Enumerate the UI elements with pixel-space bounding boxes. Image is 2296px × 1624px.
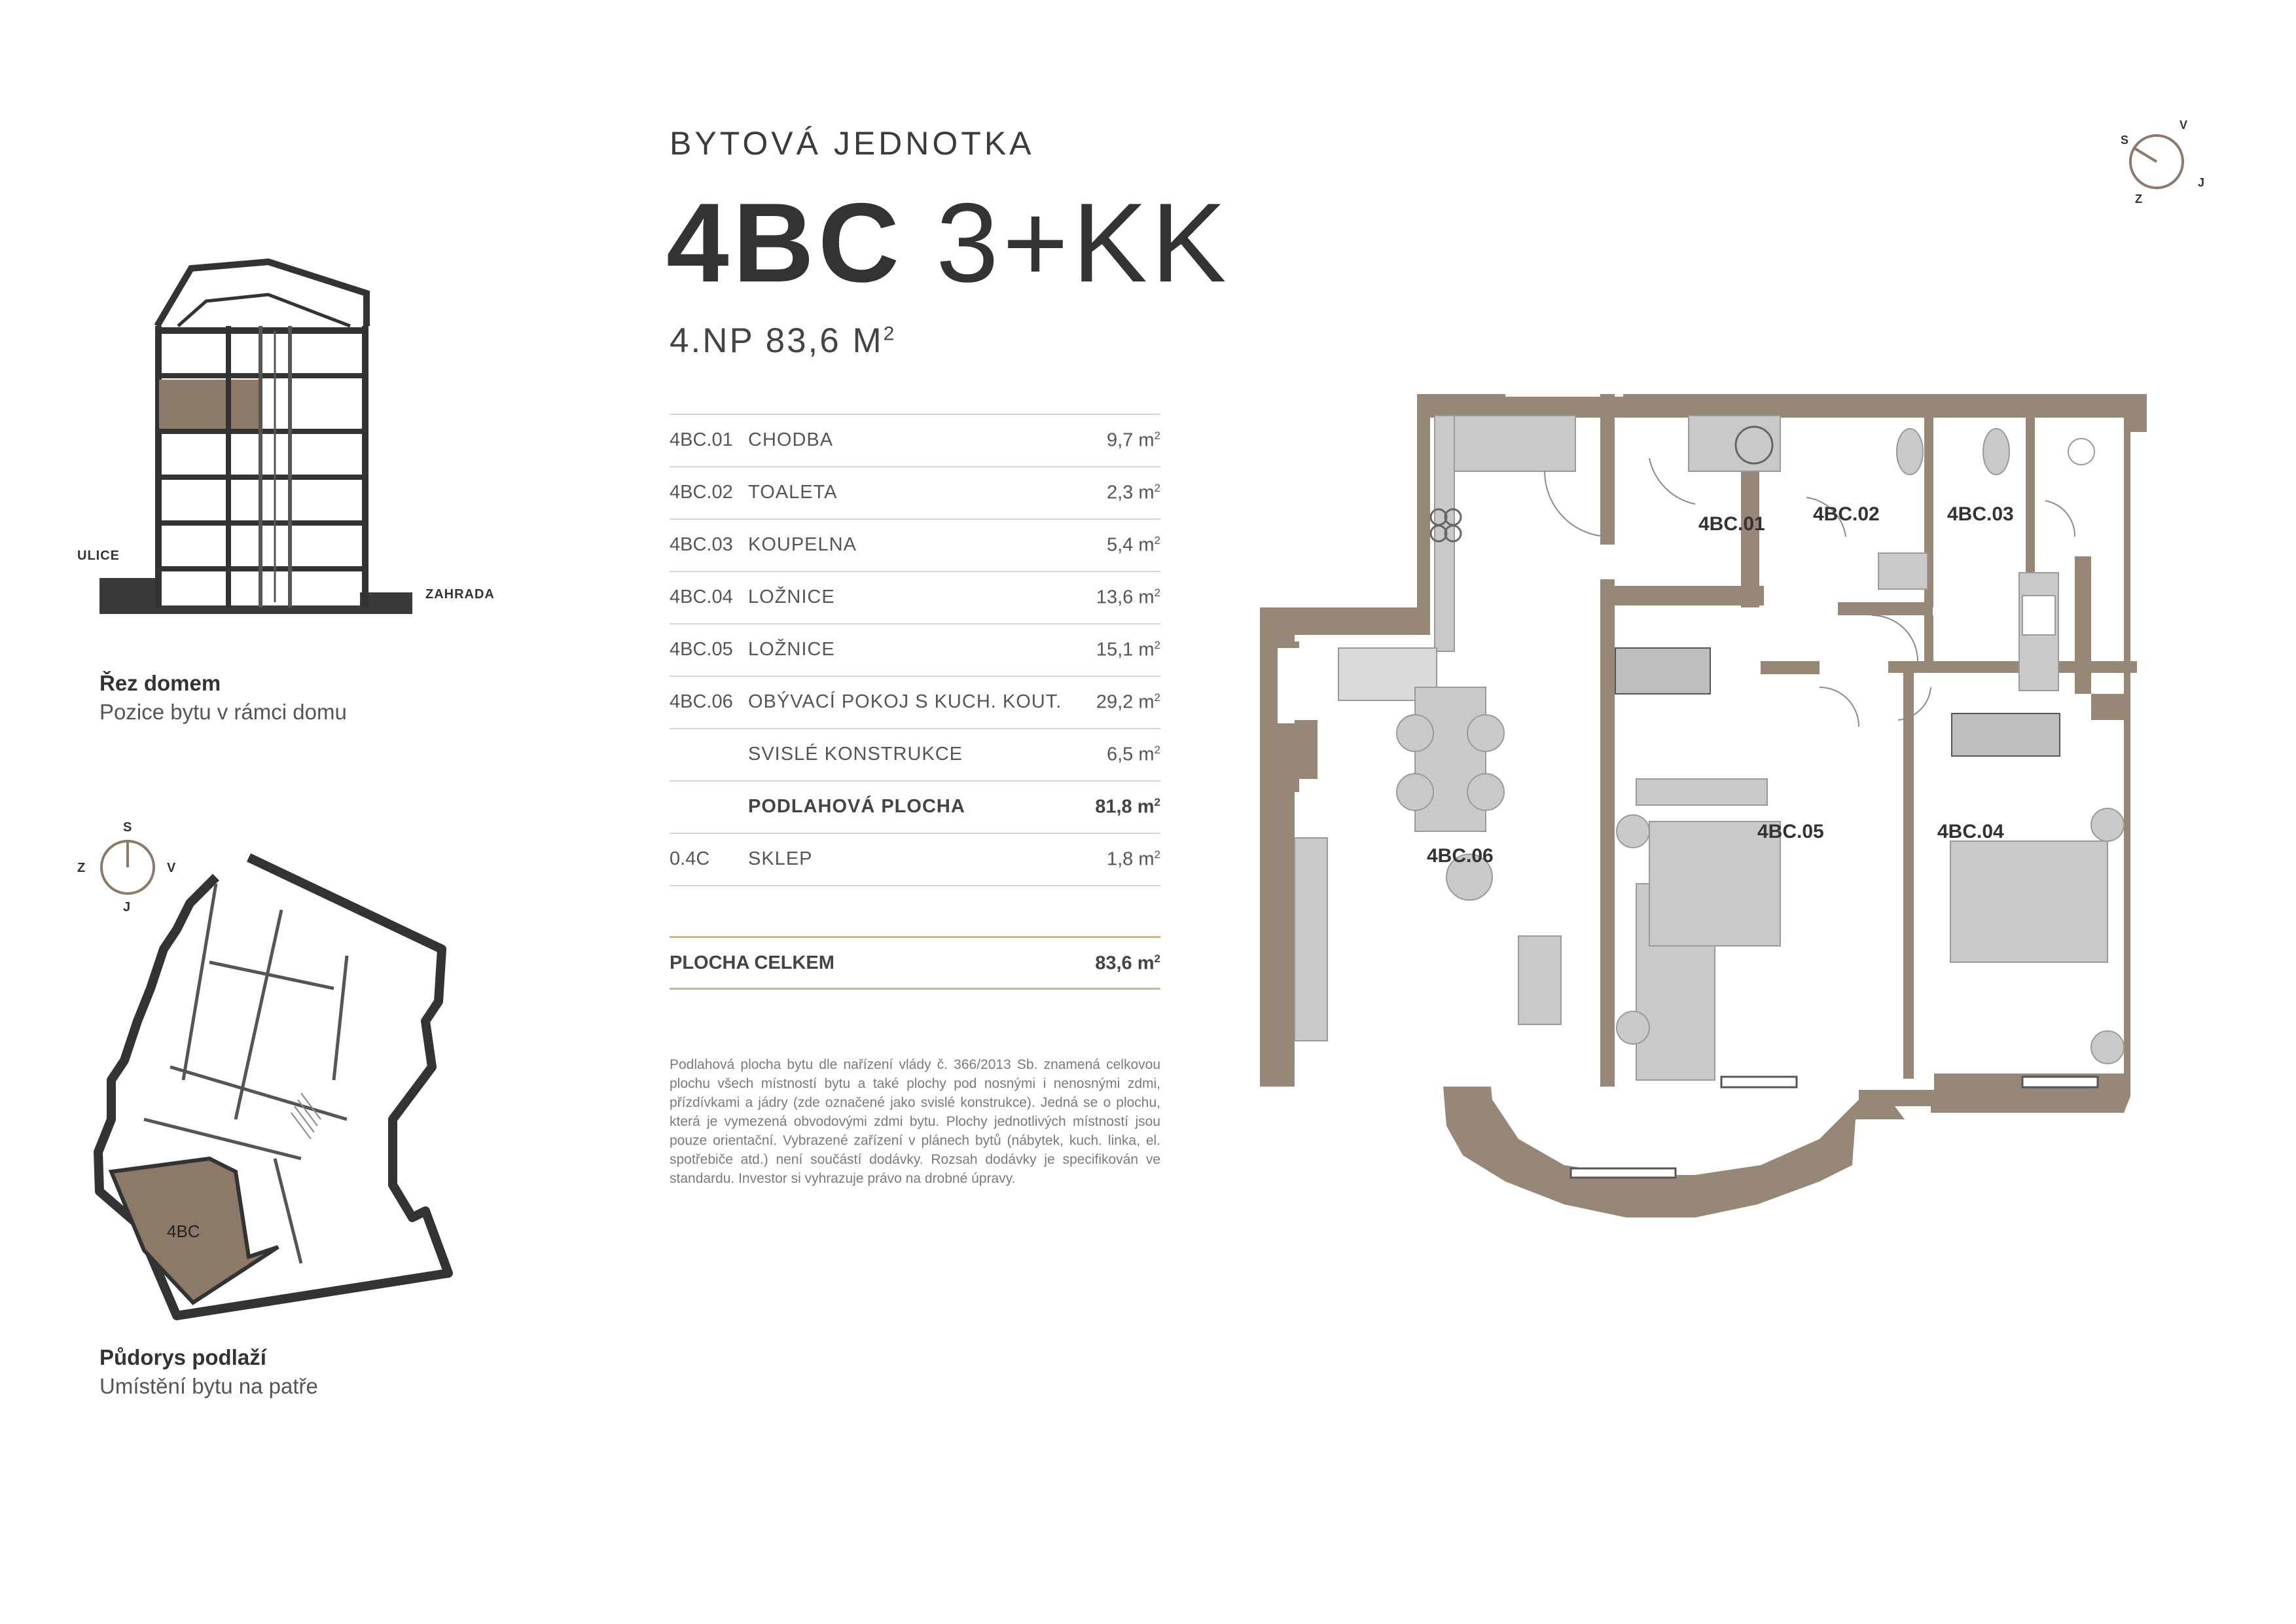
total-row: PLOCHA CELKEM 83,6 m2 <box>670 936 1160 990</box>
table-row: 0.4C SKLEP 1,8 m2 <box>670 833 1160 886</box>
table-row: 4BC.03 KOUPELNA 5,4 m2 <box>670 518 1160 571</box>
orientation-compass-icon: S V J Z <box>2121 118 2204 206</box>
table-row: 4BC.02 TOALETA 2,3 m2 <box>670 466 1160 518</box>
compass-e: V <box>167 861 176 875</box>
room-name: TOALETA <box>748 482 838 503</box>
floorplan-caption: Půdorys podlaží Umístění bytu na patře <box>99 1345 318 1399</box>
room-name: CHODBA <box>748 429 834 450</box>
room-area: 13,6 m2 <box>1096 586 1160 608</box>
overline: BYTOVÁ JEDNOTKA <box>670 125 1035 162</box>
total-area: 83,6 m2 <box>1095 952 1160 974</box>
total-label: PLOCHA CELKEM <box>670 952 834 973</box>
room-code: 0.4C <box>670 848 710 869</box>
location-unit-label: 4BC <box>167 1221 200 1241</box>
compass-icon: S V J Z <box>77 820 176 914</box>
floor-area: 4.NP 83,6 M2 <box>670 321 896 361</box>
room-label: 4BC.06 <box>1427 845 1494 867</box>
building-section-drawing <box>99 258 412 614</box>
room-label: 4BC.03 <box>1947 503 2014 525</box>
rooms-table: 4BC.01 CHODBA 9,7 m2 4BC.02 TOALETA 2,3 … <box>670 414 1160 990</box>
unit-type: 3+KK <box>936 180 1230 306</box>
room-area: 6,5 m2 <box>1107 744 1160 765</box>
label-garden: ZAHRADA <box>425 587 495 602</box>
room-code: 4BC.01 <box>670 429 733 450</box>
room-name: PODLAHOVÁ PLOCHA <box>748 796 965 817</box>
room-area: 9,7 m2 <box>1107 429 1160 451</box>
floor-location-plan: 4BC <box>94 853 453 1320</box>
section-caption: Řez domem Pozice bytu v rámci domu <box>99 671 347 725</box>
svg-text:S: S <box>2121 134 2128 147</box>
room-area: 29,2 m2 <box>1096 691 1160 713</box>
room-area: 15,1 m2 <box>1096 639 1160 660</box>
room-name: OBÝVACÍ POKOJ S KUCH. KOUT. <box>748 691 1062 712</box>
table-row: 4BC.04 LOŽNICE 13,6 m2 <box>670 571 1160 623</box>
section-caption-subtitle: Pozice bytu v rámci domu <box>99 700 347 724</box>
room-name: SVISLÉ KONSTRUKCE <box>748 744 963 765</box>
room-label: 4BC.02 <box>1813 503 1880 525</box>
table-row: PODLAHOVÁ PLOCHA 81,8 m2 <box>670 780 1160 833</box>
floorplan-caption-title: Půdorys podlaží <box>99 1345 266 1369</box>
disclaimer-note: Podlahová plocha bytu dle nařízení vlády… <box>670 1057 1160 1186</box>
room-code: 4BC.03 <box>670 534 733 555</box>
floorplan-caption-subtitle: Umístění bytu na patře <box>99 1374 318 1398</box>
table-row: SVISLÉ KONSTRUKCE 6,5 m2 <box>670 728 1160 780</box>
room-name: LOŽNICE <box>748 586 835 607</box>
room-area: 5,4 m2 <box>1107 534 1160 556</box>
section-caption-title: Řez domem <box>99 671 221 695</box>
room-label: 4BC.04 <box>1937 821 2004 842</box>
room-code: 4BC.05 <box>670 639 733 660</box>
svg-text:Z: Z <box>2135 192 2142 206</box>
label-street: ULICE <box>77 549 120 563</box>
room-area: 2,3 m2 <box>1107 482 1160 503</box>
table-row: 4BC.01 CHODBA 9,7 m2 <box>670 414 1160 466</box>
table-row: 4BC.05 LOŽNICE 15,1 m2 <box>670 623 1160 676</box>
room-area: 1,8 m2 <box>1107 848 1160 870</box>
floor-area-sup: 2 <box>883 323 897 345</box>
apartment-floor-plan: 4BC.01 4BC.02 4BC.03 4BC.05 4BC.04 4BC.0… <box>1260 394 2147 1218</box>
svg-text:J: J <box>2198 176 2204 189</box>
compass-n: S <box>123 820 132 835</box>
room-code: 4BC.02 <box>670 482 733 503</box>
room-name: KOUPELNA <box>748 534 857 555</box>
svg-text:V: V <box>2179 118 2187 132</box>
compass-w: Z <box>77 861 85 875</box>
room-area: 81,8 m2 <box>1095 796 1160 818</box>
unit-code: 4BC <box>666 180 904 306</box>
room-name: SKLEP <box>748 848 813 869</box>
compass-s: J <box>123 900 130 914</box>
room-code: 4BC.04 <box>670 586 733 607</box>
floor-area-text: 4.NP 83,6 M <box>670 321 884 360</box>
room-name: LOŽNICE <box>748 639 835 660</box>
room-code: 4BC.06 <box>670 691 733 712</box>
room-label: 4BC.05 <box>1757 821 1824 842</box>
room-label: 4BC.01 <box>1698 513 1765 535</box>
table-row: 4BC.06 OBÝVACÍ POKOJ S KUCH. KOUT. 29,2 … <box>670 676 1160 728</box>
